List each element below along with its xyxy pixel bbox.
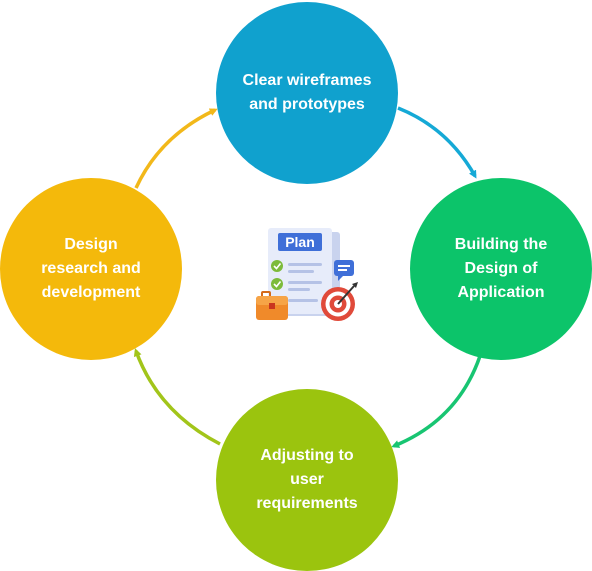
- node-label: Clear wireframes and prototypes: [243, 69, 372, 117]
- node-label-line: Adjusting to: [260, 447, 354, 464]
- arrow-left-to-top: [134, 108, 218, 189]
- node-label-line: and prototypes: [249, 96, 365, 113]
- check-icon: [271, 260, 283, 272]
- check-icon: [271, 278, 283, 290]
- cycle-node-user-requirements: Adjusting to user requirements: [216, 389, 398, 571]
- node-label-line: requirements: [256, 495, 358, 512]
- plan-clipboard-icon: Plan: [256, 228, 358, 321]
- target-icon: [321, 282, 358, 321]
- cycle-node-research: Design research and development: [0, 178, 182, 360]
- node-label: Adjusting to user requirements: [256, 444, 357, 516]
- node-label: Building the Design of Application: [455, 233, 547, 305]
- node-label-line: Application: [457, 284, 545, 301]
- arrow-top-to-right: [397, 106, 477, 179]
- node-label-line: development: [41, 284, 141, 301]
- briefcase-icon: [256, 291, 288, 320]
- node-label: Design research and development: [41, 233, 141, 305]
- arrow-right-to-bottom: [391, 355, 482, 448]
- node-label-line: Clear wireframes: [242, 72, 372, 89]
- cycle-node-wireframes: Clear wireframes and prototypes: [216, 2, 398, 184]
- node-label-line: Design of: [464, 260, 538, 277]
- arrow-bottom-to-left: [133, 348, 221, 446]
- node-label-line: Design: [64, 236, 118, 253]
- chat-bubble-icon: [334, 260, 354, 281]
- plan-label: Plan: [285, 234, 315, 250]
- node-label-line: research and: [41, 260, 141, 277]
- node-label-line: user: [290, 471, 324, 488]
- node-label-line: Building the: [454, 236, 548, 253]
- cycle-node-building-design: Building the Design of Application: [410, 178, 592, 360]
